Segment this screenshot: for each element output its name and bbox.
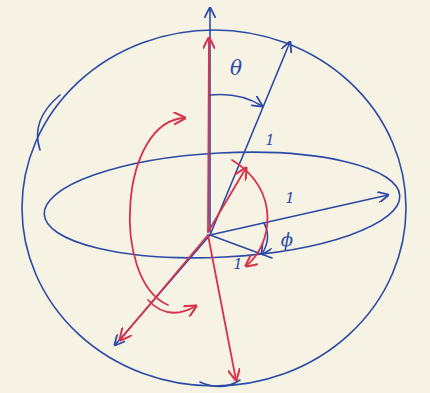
axis-label: 1 bbox=[233, 257, 243, 272]
axis-label: ϕ bbox=[281, 231, 293, 249]
red-loop bbox=[130, 118, 185, 305]
red-loop bbox=[232, 160, 268, 266]
x-axis bbox=[210, 195, 388, 235]
state-vector bbox=[210, 42, 290, 235]
axis-label: 1 bbox=[285, 191, 295, 206]
red-arrow bbox=[208, 235, 236, 380]
theta-arc bbox=[210, 94, 262, 106]
red-arrow bbox=[208, 38, 209, 232]
red-arrow bbox=[208, 168, 246, 232]
projection-ray bbox=[210, 235, 272, 258]
axis-label: 1 bbox=[265, 133, 275, 148]
red-loop bbox=[148, 300, 196, 313]
sphere-stroke bbox=[200, 380, 240, 387]
sphere-stroke bbox=[38, 95, 61, 150]
y-axis bbox=[115, 235, 210, 345]
sphere-outline bbox=[22, 30, 406, 386]
axis-label: θ bbox=[230, 58, 242, 78]
